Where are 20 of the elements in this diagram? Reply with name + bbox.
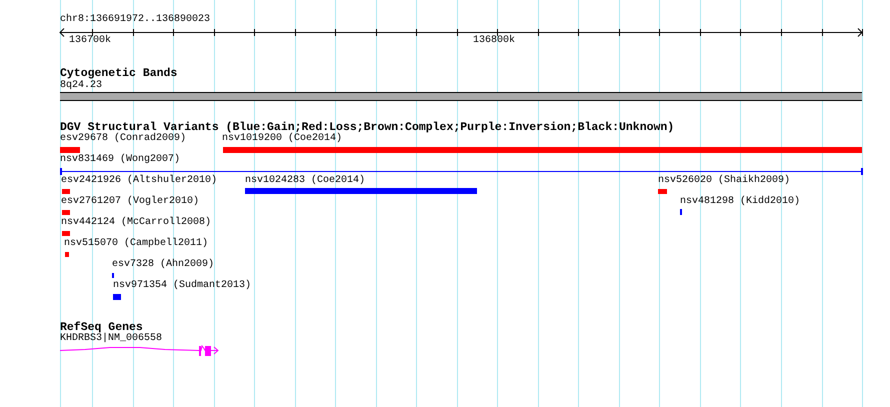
- locus-label: chr8:136691972..136890023: [60, 14, 210, 26]
- variant-label: nsv971354 (Sudmant2013): [113, 280, 252, 292]
- track-heading: DGV Structural Variants (Blue:Gain;Red:Loss;Brown:Complex;Purple:Inversion;Black:Unknown): [60, 121, 674, 134]
- gene-label: KHDRBS3|NM_006558: [60, 333, 162, 345]
- variant-label: nsv831469 (Wong2007): [60, 154, 180, 166]
- ruler-tick-label: 136800k: [473, 35, 516, 47]
- variant-label: esv29678 (Conrad2009): [60, 133, 186, 145]
- variant-label: esv2761207 (Vogler2010): [61, 196, 200, 208]
- variant-label: nsv515070 (Campbell2011): [64, 238, 208, 250]
- variant-label: nsv526020 (Shaikh2009): [658, 175, 790, 187]
- variant-label: nsv1024283 (Coe2014): [245, 175, 366, 187]
- track-heading: RefSeq Genes: [60, 321, 143, 334]
- variant-label: nsv1019200 (Coe2014): [222, 133, 342, 145]
- band-label: 8q24.23: [60, 80, 102, 92]
- track-heading: Cytogenetic Bands: [60, 67, 178, 80]
- variant-label: nsv481298 (Kidd2010): [680, 196, 800, 208]
- variant-label: nsv442124 (McCarroll2008): [61, 217, 212, 229]
- variant-label: esv2421926 (Altshuler2010): [61, 175, 218, 187]
- ruler-tick-label: 136700k: [69, 35, 112, 47]
- variant-label: esv7328 (Ahn2009): [112, 259, 214, 271]
